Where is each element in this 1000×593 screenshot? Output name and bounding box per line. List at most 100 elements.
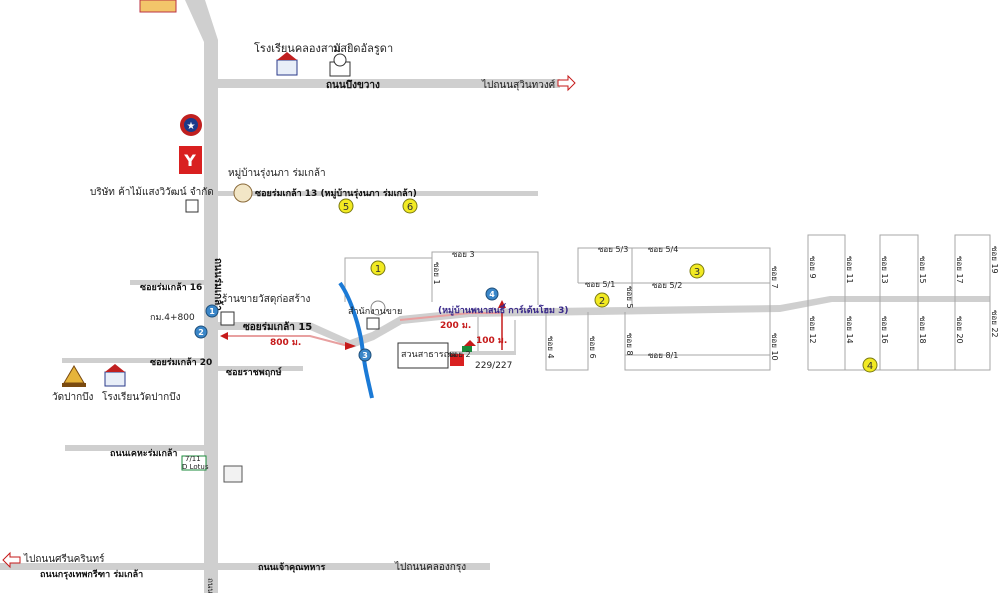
block-east-1 <box>807 234 846 371</box>
roundabout-icon <box>370 300 386 316</box>
label-soi-22: ซอย 22 <box>990 310 999 338</box>
road-soi-16 <box>130 280 205 285</box>
yellow-marker-4-label: 4 <box>867 361 873 372</box>
label-distance-200: 200 ม. <box>440 321 471 331</box>
label-distance-800: 800 ม. <box>270 338 301 348</box>
label-to-khlong: ไปถนนคลองกรุง <box>394 561 466 573</box>
landmarks: ★ Y <box>2 0 576 569</box>
label-soi-1: ซอย 1 <box>432 262 441 285</box>
label-road-bottom-right: ถนนเจ้าคุณทหาร <box>258 562 325 573</box>
yellow-marker-1-label: 1 <box>375 264 381 275</box>
road-bueng-khwang <box>218 79 560 88</box>
label-school-wat: โรงเรียนวัดปากบึง <box>102 390 181 403</box>
arrow-up-icon <box>498 300 506 308</box>
label-road-bueng-khwang: ถนนบึงขวาง <box>326 79 380 91</box>
label-seven: 7/11 <box>185 455 201 463</box>
school-icon <box>276 52 298 76</box>
labels: โรงเรียนคลองสาม มัสยิดอัลรูดา ถนนบึงขวาง… <box>23 41 569 593</box>
label-soi-16: ซอยร่มเกล้า 16 <box>140 282 202 293</box>
yellow-marker-5-label: 5 <box>343 202 349 213</box>
mosque-icon <box>329 53 351 77</box>
blue-marker-1[interactable]: 1 <box>205 304 219 318</box>
label-soi-11: ซอย 11 <box>845 256 854 284</box>
yellow-marker-3-label: 3 <box>694 267 700 278</box>
seven-eleven-icon <box>181 455 207 471</box>
label-soi-20: ซอย 20 <box>955 316 964 344</box>
direction-arrow-right-icon <box>557 74 576 92</box>
office-icon <box>366 317 380 330</box>
label-soi-18: ซอย 18 <box>918 316 927 344</box>
road-soi-2 <box>450 351 516 355</box>
river <box>338 281 374 399</box>
road-kheha <box>65 445 205 451</box>
label-soi-rat: ซอยราชพฤกษ์ <box>226 366 282 378</box>
road-soi-20 <box>62 358 205 363</box>
blue-marker-3[interactable]: 3 <box>358 348 372 362</box>
label-soi-9: ซอย 9 <box>808 256 817 279</box>
blue-marker-2-label: 2 <box>198 328 204 337</box>
bank-icon <box>223 465 243 483</box>
label-soi-10: ซอย 10 <box>770 333 779 361</box>
temple-icon <box>62 365 86 387</box>
label-soi-15: ซอย 15 <box>918 256 927 284</box>
yellow-marker-5[interactable]: 5 <box>338 198 354 214</box>
temple-top-icon <box>139 0 177 13</box>
direction-arrow-left-icon <box>2 551 21 569</box>
label-wat: วัดปากบึง <box>52 391 93 403</box>
label-soi-5-2: ซอย 5/2 <box>652 281 682 290</box>
blue-marker-4-label: 4 <box>489 290 495 299</box>
block-soi-5 <box>577 247 771 371</box>
label-park: สวนสาธารณะ <box>401 350 457 360</box>
block-soi-1-3 <box>344 251 539 305</box>
company-icon <box>185 199 199 213</box>
label-km: กม.4+800 <box>150 313 195 323</box>
caltex-icon: ★ <box>180 114 202 136</box>
yellow-marker-6-label: 6 <box>407 202 413 213</box>
blue-marker-1-label: 1 <box>209 307 215 316</box>
arrow-left-icon <box>220 332 228 340</box>
label-house-no: 229/227 <box>475 361 512 371</box>
label-distance-100: 100 ม. <box>476 336 507 346</box>
label-soi-3: ซอย 3 <box>452 250 475 259</box>
village-logo-icon <box>233 183 253 203</box>
label-mosque: มัสยิดอัลรูดา <box>333 42 393 55</box>
house-flag-icon <box>450 346 472 366</box>
label-soi-8: ซอย 8 <box>625 333 634 356</box>
blue-marker-4[interactable]: 4 <box>485 287 499 301</box>
label-soi-5: ซอย 5 <box>625 286 634 309</box>
yellow-marker-6[interactable]: 6 <box>402 198 418 214</box>
soi-labels: ซอย 1 ซอย 2 ซอย 3 ซอย 4 ซอย 6 ซอย 5 ซอย … <box>432 245 999 361</box>
yellow-marker-3[interactable]: 3 <box>689 263 705 279</box>
label-soi-5-3: ซอย 5/3 <box>598 245 628 254</box>
road-soi-13 <box>218 191 538 196</box>
label-soi-4: ซอย 4 <box>546 336 555 359</box>
label-soi-13: ซอย 13 <box>880 256 889 284</box>
svg-text:Y: Y <box>183 151 196 170</box>
label-road-bottom-left: ถนนกรุงเทพกรีฑา ร่มเกล้า <box>40 569 143 580</box>
store-icon <box>220 311 235 326</box>
label-soi-2: ซอย 2 <box>448 350 471 359</box>
label-kheha: ถนนเคหะร่มเกล้า <box>110 448 177 459</box>
yellow-marker-1[interactable]: 1 <box>370 260 386 276</box>
label-soi-5-1: ซอย 5/1 <box>585 280 615 289</box>
yellow-marker-4[interactable]: 4 <box>862 357 878 373</box>
label-village: (หมู่บ้านพนาสนธิ์ การ์เด้นโฮม 3) <box>438 303 569 316</box>
blue-marker-2[interactable]: 2 <box>194 325 208 339</box>
label-lotus: D Lotus <box>182 463 209 471</box>
label-soi-19: ซอย 19 <box>990 246 999 274</box>
block-soi-4-6 <box>545 312 589 371</box>
label-soi-8-1: ซอย 8/1 <box>648 351 678 360</box>
yellow-markers: 1 2 3 4 5 6 <box>338 198 878 373</box>
arrow-up-icon-2 <box>464 340 476 346</box>
route-path <box>220 300 506 350</box>
label-soi-15: ซอยร่มเกล้า 15 <box>243 321 312 333</box>
road-soi-rat <box>218 366 303 371</box>
park-box <box>397 342 449 369</box>
label-office: สำนักงานขาย <box>348 306 402 317</box>
label-soi-16: ซอย 16 <box>880 316 889 344</box>
label-to-sukhumvit: ไปถนนสุวินทวงศ์ <box>481 79 556 91</box>
label-soi-6: ซอย 6 <box>588 336 597 359</box>
yellow-marker-2[interactable]: 2 <box>594 292 610 308</box>
label-road-bottom-small: ถนน <box>206 578 215 593</box>
